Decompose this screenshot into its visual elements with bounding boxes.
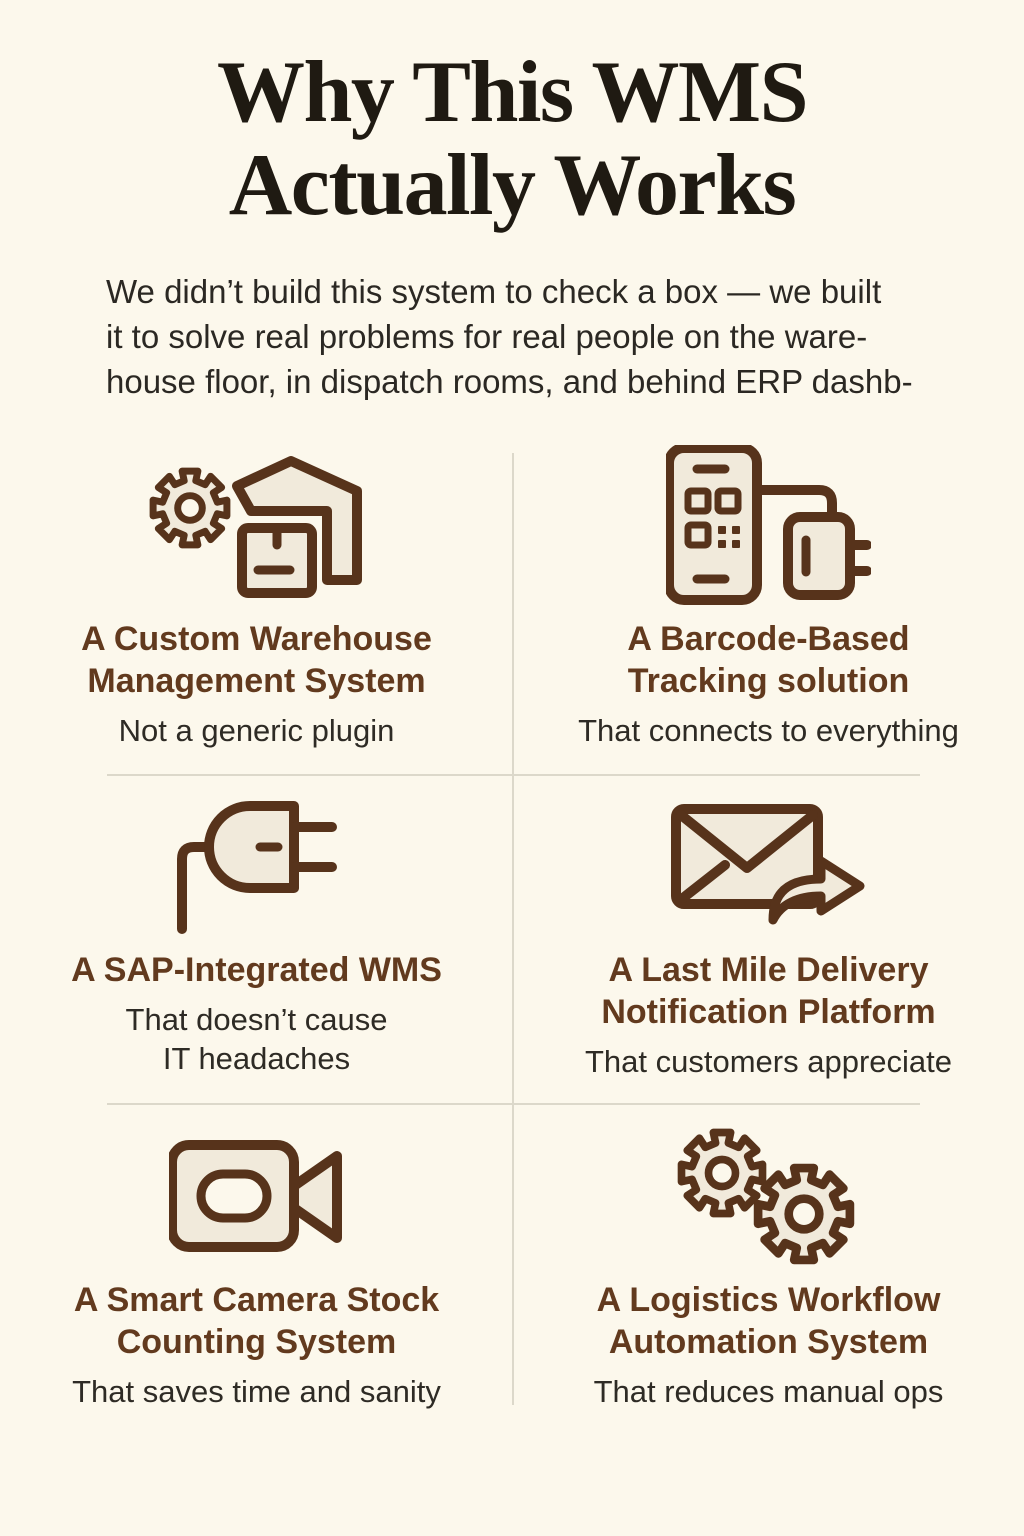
feature-subtitle: That reduces manual ops (593, 1374, 944, 1410)
feature-title: A Custom Warehouse Management System (81, 620, 432, 701)
video-camera-icon (169, 1121, 344, 1271)
gear-warehouse-icon (149, 440, 364, 610)
feature-subtitle: That doesn’t cause IT headaches (125, 1002, 388, 1076)
feature-card: A Smart Camera Stock Counting System Tha… (0, 1105, 513, 1475)
envelope-forward-arrow-icon (671, 791, 866, 941)
horizontal-divider-bottom (107, 1103, 920, 1105)
vertical-divider (512, 453, 514, 1405)
page-title: Why This WMS Actually Works (216, 44, 809, 235)
feature-title: A SAP-Integrated WMS (71, 951, 442, 989)
feature-title: A Smart Camera Stock Counting System (73, 1281, 440, 1362)
barcode-phone-scanner-icon (666, 440, 871, 610)
horizontal-divider-top (107, 774, 920, 776)
double-gears-icon (674, 1121, 864, 1271)
feature-title: A Logistics Workflow Automation System (596, 1281, 941, 1362)
feature-card: A Custom Warehouse Management System Not… (0, 430, 513, 775)
intro-paragraph: We didn’t build this system to check a b… (106, 273, 913, 400)
feature-card: A Last Mile Delivery Notification Platfo… (513, 775, 1024, 1105)
feature-grid: A Custom Warehouse Management System Not… (0, 430, 1024, 1475)
feature-subtitle: That connects to everything (578, 713, 959, 749)
feature-title: A Last Mile Delivery Notification Platfo… (601, 951, 936, 1032)
feature-subtitle: That saves time and sanity (72, 1374, 441, 1410)
feature-subtitle: Not a generic plugin (118, 713, 395, 749)
feature-card: A Barcode-Based Tracking solution That c… (513, 430, 1024, 775)
power-plug-icon (172, 791, 342, 941)
feature-title: A Barcode-Based Tracking solution (627, 620, 910, 701)
feature-subtitle: That customers appreciate (584, 1044, 952, 1080)
feature-card: A Logistics Workflow Automation System T… (513, 1105, 1024, 1475)
feature-card: A SAP-Integrated WMS That doesn’t cause … (0, 775, 513, 1105)
